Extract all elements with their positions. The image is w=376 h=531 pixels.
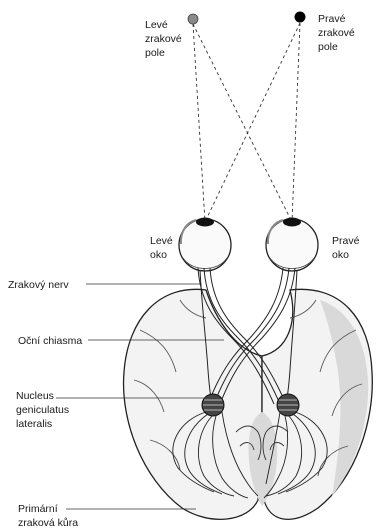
primary-visual-cortex-label: Primární zraková kůra bbox=[18, 503, 78, 529]
right-visual-field-dot bbox=[295, 12, 306, 23]
projection-lines bbox=[193, 23, 300, 222]
optic-nerve-label: Zrakový nerv bbox=[8, 279, 69, 291]
right-visual-field-label: Pravé zrakové pole bbox=[318, 13, 358, 53]
lgn-label: Nucleus geniculatus lateralis bbox=[16, 390, 72, 430]
right-eye-label: Pravé oko bbox=[332, 235, 362, 261]
right-eye bbox=[266, 218, 318, 272]
left-visual-field-dot bbox=[188, 14, 198, 24]
left-visual-field-label: Levé zrakové pole bbox=[145, 19, 185, 59]
left-eye bbox=[179, 218, 231, 272]
left-lgn bbox=[202, 394, 224, 416]
left-eye-label: Levé oko bbox=[150, 235, 176, 261]
optic-chiasm-label: Oční chiasma bbox=[18, 335, 82, 347]
